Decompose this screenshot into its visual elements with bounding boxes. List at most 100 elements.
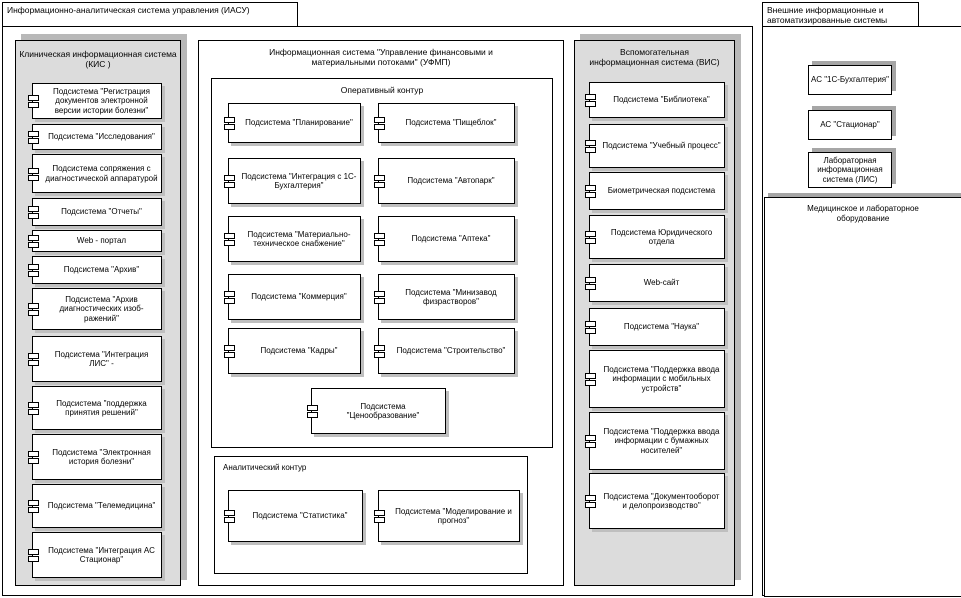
operative-item-11-label: Подсистема "Ценообразование" [346,401,420,421]
vis-item-8: Подсистема "Поддержка ввода информации с… [585,412,725,470]
equipment-label: Медицинское и лабораторное оборудование [807,204,919,223]
component-icon [28,94,39,108]
ext-system-lis: Лабораторная информационная система (ЛИС… [808,152,892,188]
kis-item-8: Подсистема "Интеграция ЛИС" - [28,336,162,382]
external-title: Внешние информационные и автоматизирован… [767,5,888,25]
operative-item-4: Подсистема "Автопарк" [374,158,515,204]
component-icon [224,509,235,523]
vis-item-6-label: Подсистема "Наука" [623,322,700,332]
operative-item-1: Подсистема "Планирование" [224,103,361,143]
component-icon [585,320,596,334]
operative-item-4-label: Подсистема "Автопарк" [407,176,495,186]
component-icon [307,404,318,418]
kis-title: Клиническая информационная система (КИС … [19,49,177,69]
kis-item-8-label: Подсистема "Интеграция ЛИС" - [54,349,149,369]
ext-system-1c: АС "1С-Бухгалтерия" [808,65,892,95]
vis-item-7: Подсистема "Поддержка ввода информации с… [585,350,725,408]
operative-item-8-label: Подсистема "Минизавод физрастворов" [405,287,497,307]
vis-title: Вспомогательная информационная система (… [589,47,720,67]
component-icon [28,548,39,562]
operative-item-5-label: Подсистема "Материально-техническое снаб… [247,229,351,249]
kis-item-9: Подсистема "поддержка принятия решений" [28,386,162,430]
component-icon [28,205,39,219]
operative-title: Оперативный контур [340,85,424,95]
vis-item-3-label: Биометрическая подсистема [607,186,716,196]
vis-item-5: Web-сайт [585,264,725,302]
kis-item-7: Подсистема "Архив диагностических изоб-р… [28,288,162,330]
component-icon [585,230,596,244]
vis-item-4-label: Подсистема Юридического отдела [610,227,713,247]
component-icon [28,302,39,316]
component-icon [374,116,385,130]
kis-item-6-label: Подсистема "Архив" [63,265,140,275]
ext-system-1c-label: АС "1С-Бухгалтерия" [811,75,889,85]
operative-item-7: Подсистема "Коммерция" [224,274,361,320]
vis-item-2: Подсистема "Учебный процесс" [585,124,725,168]
vis-item-9: Подсистема "Документооборот и делопроизв… [585,473,725,529]
component-icon [224,290,235,304]
component-icon [374,290,385,304]
component-icon [28,401,39,415]
component-icon [224,232,235,246]
operative-item-2: Подсистема "Пищеблок" [374,103,515,143]
ext-system-lis-label: Лабораторная информационная система (ЛИС… [817,155,883,184]
kis-item-3-label: Подсистема сопряжения с диагностической … [45,164,158,183]
ext-system-stationar-label: АС "Стационар" [820,120,880,130]
kis-item-7-label: Подсистема "Архив диагностических изоб-р… [59,294,144,323]
vis-item-6: Подсистема "Наука" [585,308,725,346]
analytic-item-2-label: Подсистема "Моделирование и прогноз" [395,506,512,526]
operative-item-8: Подсистема "Минизавод физрастворов" [374,274,515,320]
component-icon [585,184,596,198]
operative-item-6: Подсистема "Аптека" [374,216,515,262]
kis-item-11-label: Подсистема "Телемедицина" [47,501,156,511]
operative-item-10: Подсистема "Строительство" [374,328,515,374]
kis-item-4-label: Подсистема "Отчеты" [61,207,142,217]
component-icon [585,139,596,153]
operative-item-11: Подсистема "Ценообразование" [307,388,446,434]
kis-item-11: Подсистема "Телемедицина" [28,484,162,528]
component-icon [28,450,39,464]
vis-item-3: Биометрическая подсистема [585,172,725,210]
vis-item-1-label: Подсистема "Библиотека" [613,95,710,105]
kis-item-5-label: Web - портал [76,236,127,246]
component-icon [28,130,39,144]
operative-item-1-label: Подсистема "Планирование" [245,118,353,128]
component-icon [374,344,385,358]
kis-item-9-label: Подсистема "поддержка принятия решений" [56,398,147,418]
kis-item-12-label: Подсистема "Интеграция АС Стационар" [48,545,155,565]
component-icon [28,167,39,181]
component-icon [374,232,385,246]
component-icon [224,344,235,358]
kis-item-6: Подсистема "Архив" [28,256,162,284]
component-icon [585,494,596,508]
vis-item-5-label: Web-сайт [643,278,680,288]
operative-item-6-label: Подсистема "Аптека" [411,234,491,244]
component-icon [585,93,596,107]
operative-item-7-label: Подсистема "Коммерция" [251,292,347,302]
iasu-title: Информационно-аналитическая система упра… [7,5,250,15]
operative-item-9: Подсистема "Кадры" [224,328,361,374]
kis-item-5: Web - портал [28,230,162,252]
analytic-title: Аналитический контур [223,463,307,472]
component-icon [28,263,39,277]
operative-item-9-label: Подсистема "Кадры" [260,346,338,356]
kis-item-4: Подсистема "Отчеты" [28,198,162,226]
component-icon [28,234,39,248]
iasu-tab: Информационно-аналитическая система упра… [2,2,298,27]
analytic-item-1: Подсистема "Статистика" [224,490,363,542]
component-icon [28,352,39,366]
component-icon [585,434,596,448]
kis-item-3: Подсистема сопряжения с диагностической … [28,154,162,193]
vis-item-2-label: Подсистема "Учебный процесс" [602,141,721,151]
analytic-item-2: Подсистема "Моделирование и прогноз" [374,490,520,542]
component-icon [585,372,596,386]
kis-item-2: Подсистема "Исследования" [28,124,162,150]
component-icon [224,174,235,188]
operative-item-3: Подсистема "Интеграция с 1С-Бухгалтерия" [224,158,361,204]
external-tab: Внешние информационные и автоматизирован… [762,2,919,27]
vis-item-7-label: Подсистема "Поддержка ввода информации с… [603,364,720,393]
equipment-box: Медицинское и лабораторное оборудование [764,197,961,597]
component-icon [585,276,596,290]
component-icon [28,499,39,513]
kis-item-2-label: Подсистема "Исследования" [48,132,155,142]
